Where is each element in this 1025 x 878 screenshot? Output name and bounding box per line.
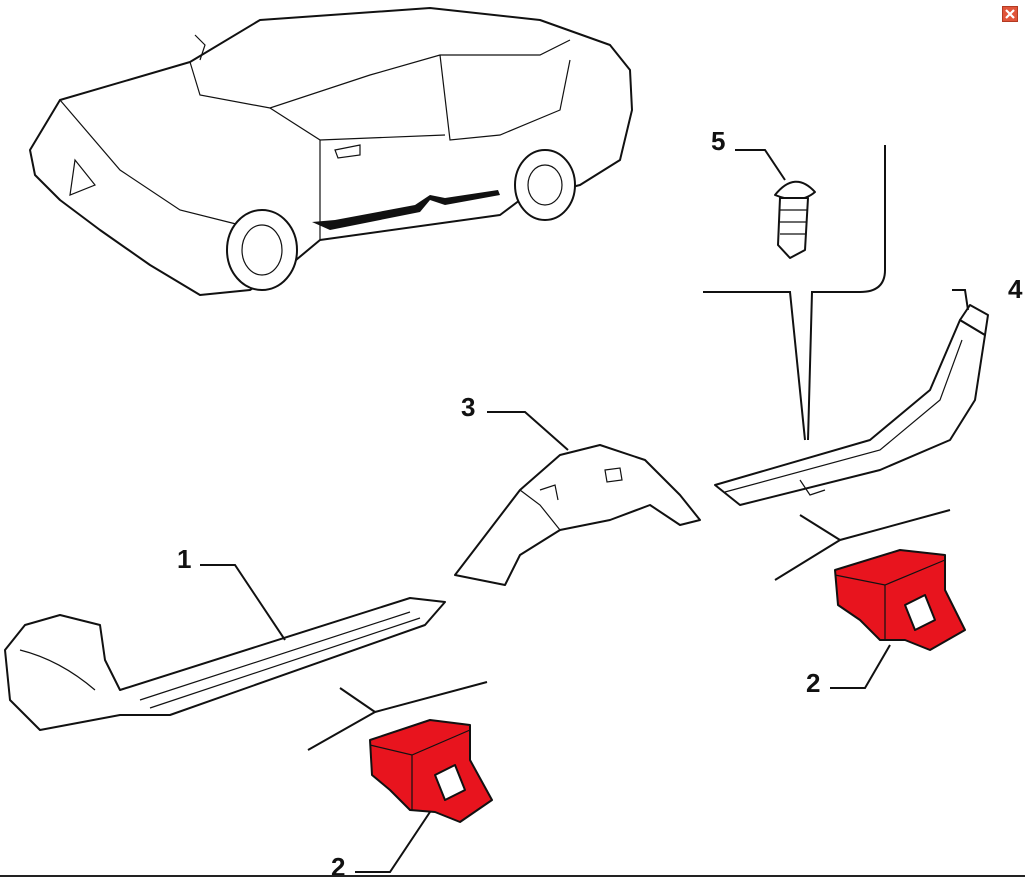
callout-4[interactable]: 4: [1008, 274, 1023, 304]
bottom-border: [0, 875, 1025, 877]
callout-1[interactable]: 1: [177, 544, 191, 574]
callout-3[interactable]: 3: [461, 392, 475, 422]
car-illustration: [29, 7, 633, 296]
callout-5[interactable]: 5: [711, 126, 725, 156]
rear-sill-cover-part: [714, 304, 989, 506]
callout-2-left[interactable]: 2: [331, 852, 345, 878]
callout-2-right[interactable]: 2: [806, 668, 820, 698]
clip-part-left: [369, 719, 493, 823]
close-icon: [1005, 9, 1015, 19]
front-sill-cover-part: [4, 597, 446, 731]
clip-part-right: [834, 549, 966, 651]
close-button[interactable]: [1002, 6, 1018, 22]
leader-lines: [200, 145, 969, 873]
push-rivet-part: [774, 180, 816, 259]
wheel-arch-cover-part: [454, 444, 701, 586]
